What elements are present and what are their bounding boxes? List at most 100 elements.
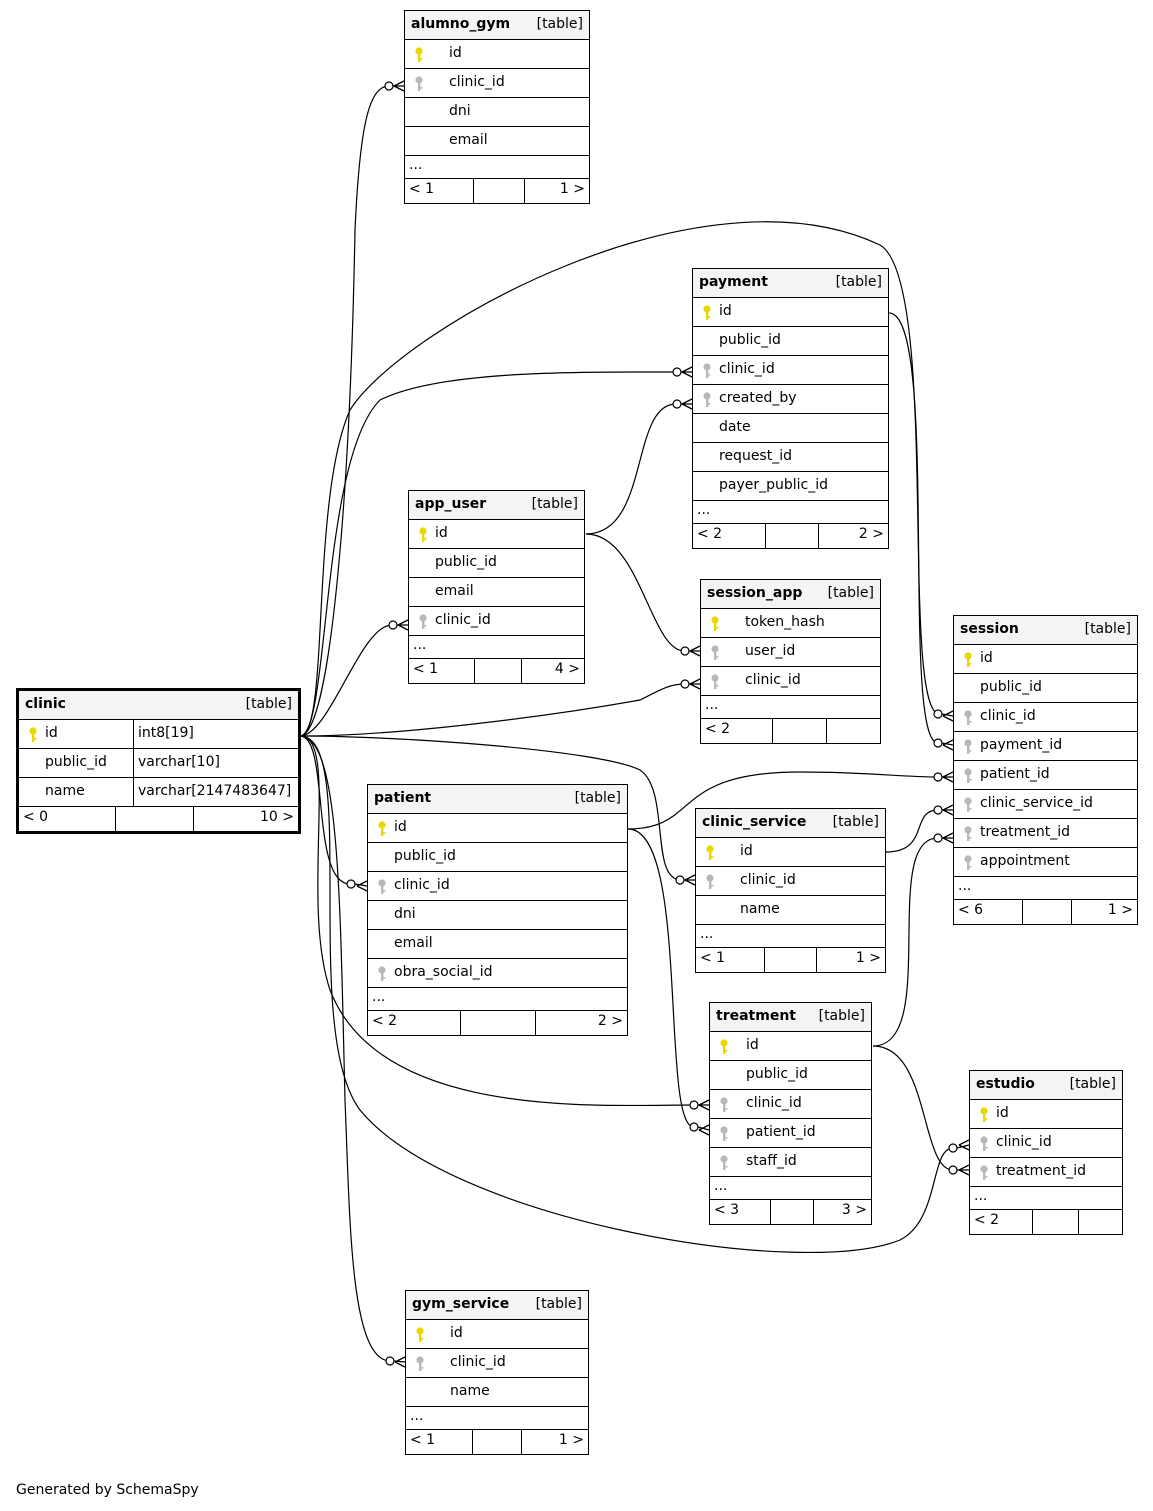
column-row[interactable]: obra_social_id xyxy=(368,959,627,988)
column-name: id xyxy=(980,650,993,666)
foreign-key-icon xyxy=(962,796,974,814)
column-row[interactable]: id xyxy=(970,1100,1122,1129)
column-row[interactable]: request_id xyxy=(693,443,888,472)
column-row[interactable]: clinic_id xyxy=(405,69,589,98)
column-name: public_id xyxy=(980,679,1042,695)
column-row[interactable]: clinic_id xyxy=(701,667,880,696)
relationship-edge-gym-service-clinic-id xyxy=(299,735,406,1368)
column-row[interactable]: public_id xyxy=(954,674,1137,703)
column-row[interactable]: id xyxy=(409,520,584,549)
column-name: clinic_id xyxy=(745,672,801,688)
column-row[interactable]: email xyxy=(405,127,589,156)
crows-foot-marker xyxy=(681,398,693,410)
column-row[interactable]: clinic_id xyxy=(970,1129,1122,1158)
foreign-key-icon xyxy=(718,1096,730,1114)
column-row[interactable]: treatment_id xyxy=(954,819,1137,848)
crows-foot-marker xyxy=(942,804,954,816)
column-row[interactable]: id xyxy=(693,298,888,327)
column-row[interactable]: dni xyxy=(405,98,589,127)
column-row[interactable]: created_by xyxy=(693,385,888,414)
column-row[interactable]: id xyxy=(954,645,1137,674)
column-row[interactable]: payment_id xyxy=(954,732,1137,761)
foreign-key-icon xyxy=(978,1135,990,1153)
column-type: int8[19] xyxy=(133,720,298,748)
parents-count: < 2 xyxy=(974,1212,1000,1228)
column-row[interactable]: clinic_id xyxy=(406,1349,588,1378)
footer-divider xyxy=(826,719,827,743)
column-row[interactable]: email xyxy=(368,930,627,959)
footer-divider xyxy=(524,179,525,203)
column-row[interactable]: clinic_id xyxy=(368,872,627,901)
column-row[interactable]: user_id xyxy=(701,638,880,667)
optional-marker xyxy=(689,1122,699,1132)
column-name: clinic_id xyxy=(435,612,491,628)
relationship-edge-estudio-clinic-id xyxy=(299,735,970,1253)
more-columns-ellipsis: ... xyxy=(958,878,972,894)
column-row[interactable]: public_id xyxy=(710,1061,871,1090)
column-row[interactable]: payer_public_id xyxy=(693,472,888,501)
column-name: id xyxy=(45,725,58,741)
primary-key-icon xyxy=(718,1038,730,1056)
foreign-key-icon xyxy=(962,738,974,756)
more-columns: ... xyxy=(696,925,885,948)
table-header: gym_service[table] xyxy=(406,1291,588,1320)
relationship-edge-session-patient-id xyxy=(627,771,954,830)
column-row[interactable]: clinic_id xyxy=(409,607,584,636)
column-row[interactable]: name xyxy=(696,896,885,925)
column-row[interactable]: clinic_id xyxy=(954,703,1137,732)
parents-count: < 6 xyxy=(958,902,984,918)
relationship-edge-session-treatment-id xyxy=(872,832,954,1047)
column-row[interactable]: dni xyxy=(368,901,627,930)
column-row[interactable]: clinic_service_id xyxy=(954,790,1137,819)
column-name: staff_id xyxy=(746,1153,797,1169)
optional-marker xyxy=(680,646,690,656)
column-row[interactable]: id xyxy=(710,1032,871,1061)
column-row[interactable]: date xyxy=(693,414,888,443)
optional-marker xyxy=(948,1165,958,1175)
relationship-edge-clinic-service-clinic-id xyxy=(299,735,696,886)
column-row[interactable]: token_hash xyxy=(701,609,880,638)
column-row[interactable]: id xyxy=(696,838,885,867)
column-row[interactable]: treatment_id xyxy=(970,1158,1122,1187)
optional-marker xyxy=(388,620,398,630)
column-row[interactable]: id xyxy=(405,40,589,69)
column-row[interactable]: patient_id xyxy=(954,761,1137,790)
foreign-key-icon xyxy=(376,965,388,983)
table-name: session xyxy=(960,621,1019,637)
column-row[interactable]: name xyxy=(406,1378,588,1407)
column-row[interactable]: appointment xyxy=(954,848,1137,877)
table-header: clinic[table] xyxy=(19,691,298,720)
column-row[interactable]: id xyxy=(406,1320,588,1349)
optional-marker xyxy=(672,399,682,409)
column-row[interactable]: id xyxy=(368,814,627,843)
column-row[interactable]: public_id xyxy=(693,327,888,356)
column-row[interactable]: clinic_id xyxy=(696,867,885,896)
column-row[interactable]: public_id xyxy=(368,843,627,872)
column-row[interactable]: id int8[19] xyxy=(19,720,298,749)
table-name: patient xyxy=(374,790,432,806)
optional-marker xyxy=(933,772,943,782)
column-row[interactable]: patient_id xyxy=(710,1119,871,1148)
column-row[interactable]: staff_id xyxy=(710,1148,871,1177)
column-row[interactable]: email xyxy=(409,578,584,607)
column-name: clinic_service_id xyxy=(980,795,1093,811)
column-row[interactable]: clinic_id xyxy=(710,1090,871,1119)
more-columns-ellipsis: ... xyxy=(410,1408,424,1424)
crows-foot-marker xyxy=(957,1164,970,1176)
column-row[interactable]: public_id xyxy=(409,549,584,578)
column-row[interactable]: clinic_id xyxy=(693,356,888,385)
